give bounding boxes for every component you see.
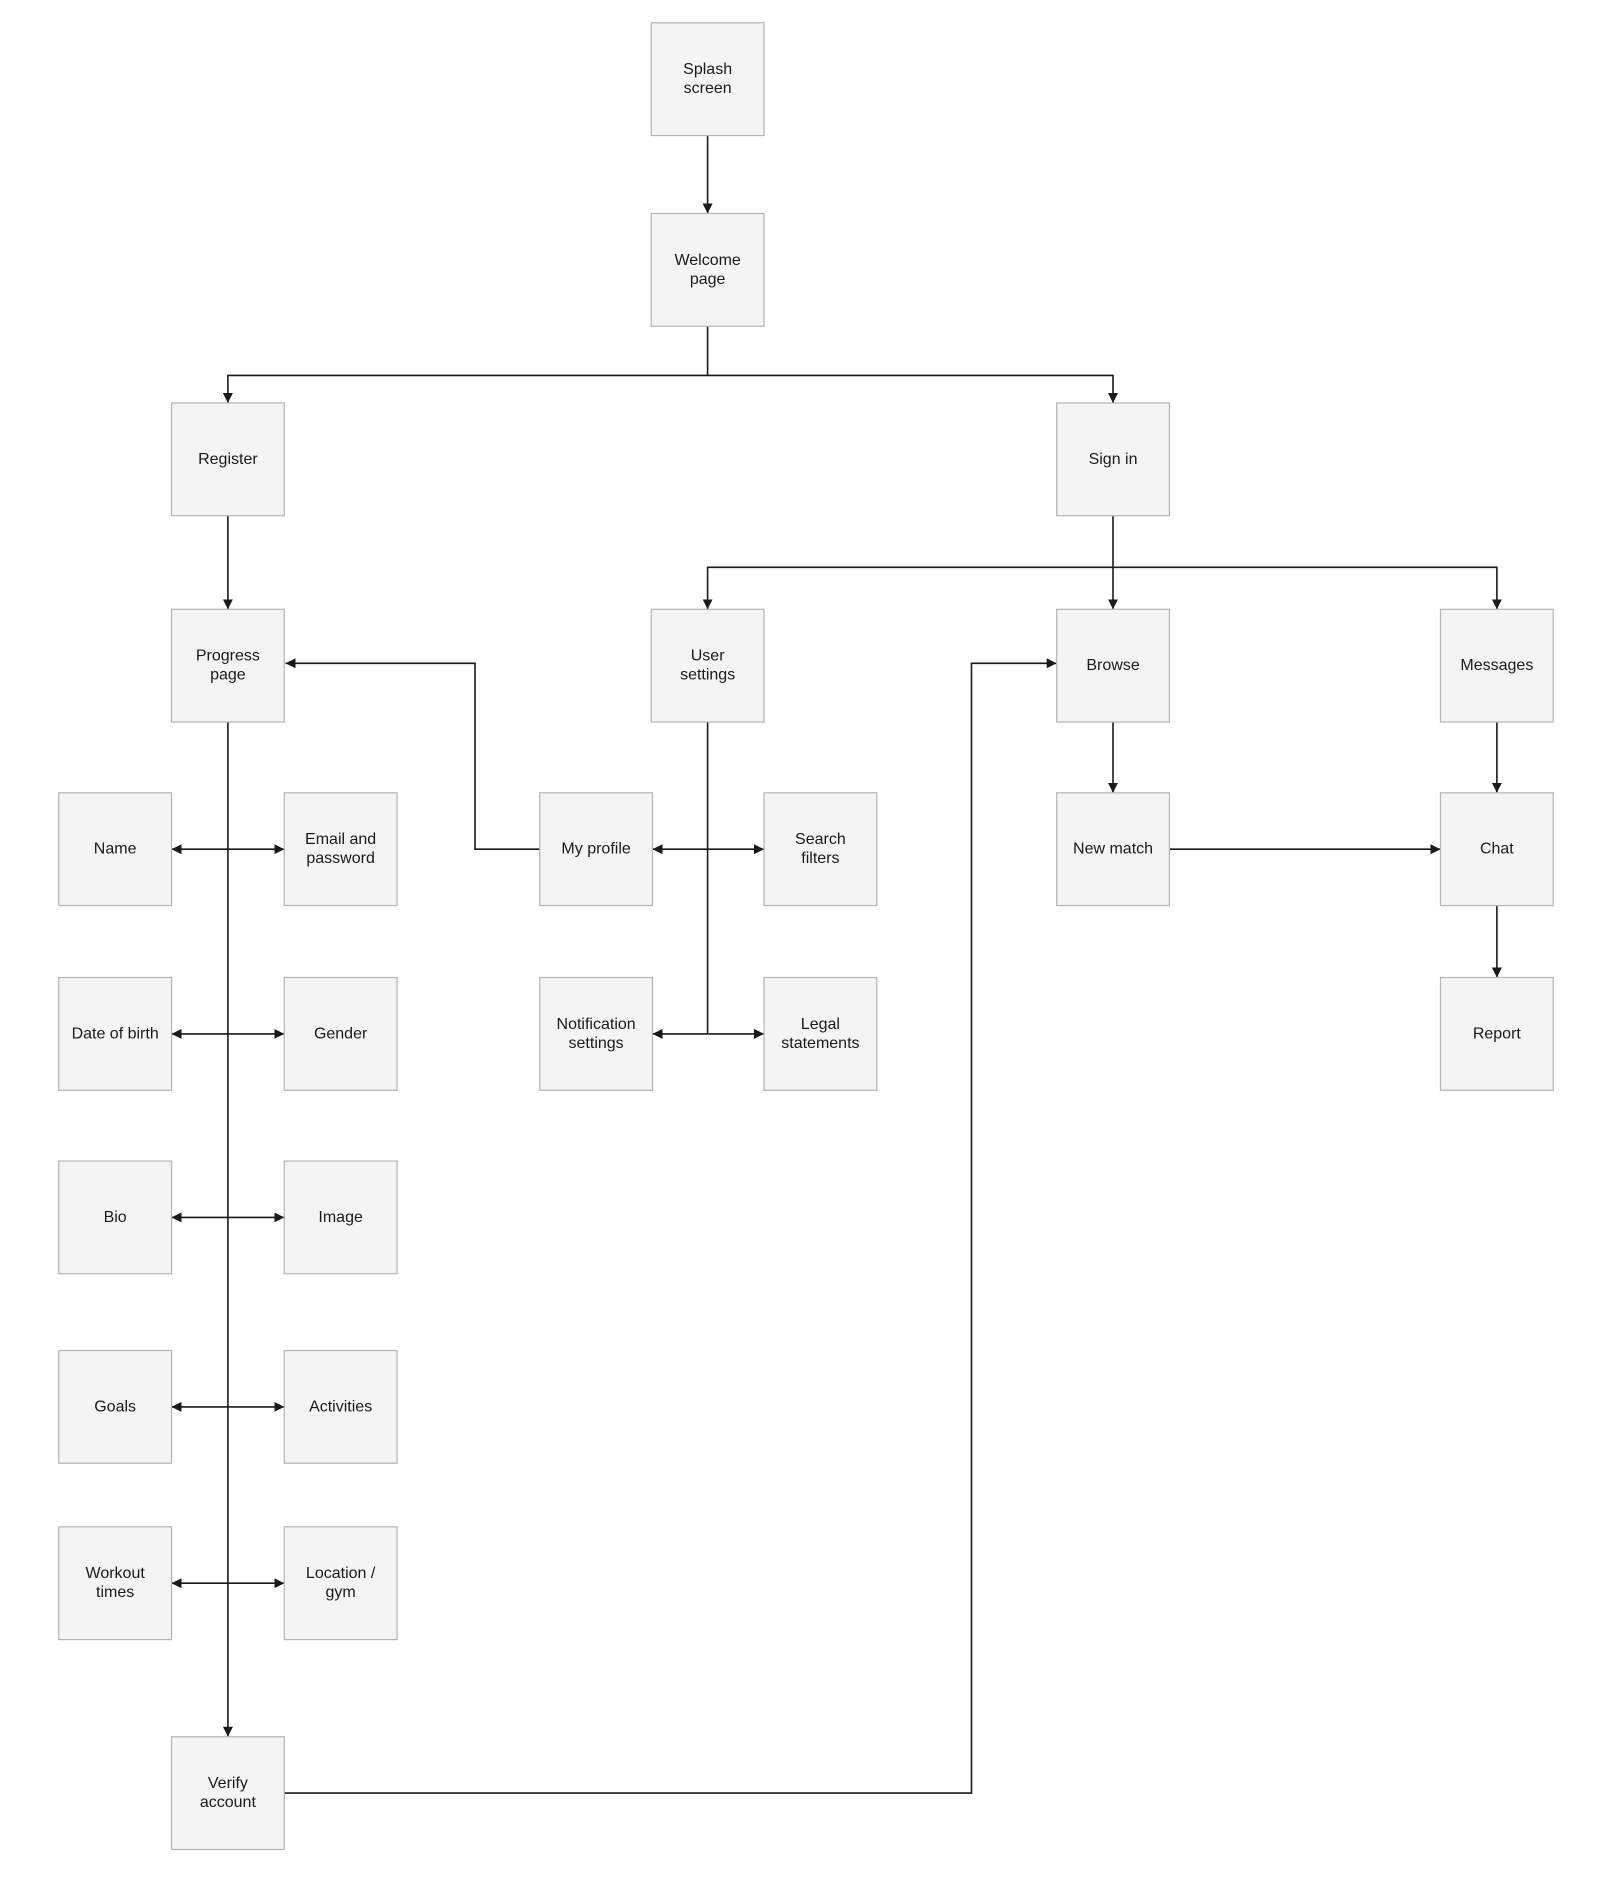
- node-box: [1439, 608, 1554, 723]
- node-label: filters: [801, 850, 839, 867]
- node-label: Gender: [314, 1025, 368, 1042]
- node-label: Location /: [306, 1565, 376, 1582]
- node-box: [170, 608, 285, 723]
- node-searchfilters: Search filters: [763, 792, 878, 907]
- node-goals: Goals: [58, 1349, 173, 1464]
- node-browse: Browse: [1056, 608, 1171, 723]
- node-label: Verify: [208, 1775, 248, 1792]
- node-label: Welcome: [674, 252, 740, 269]
- node-label: Report: [1473, 1025, 1522, 1042]
- node-splash: Splash screen: [650, 22, 765, 137]
- edge-myprofile-progress: [285, 658, 540, 851]
- node-report: Report: [1439, 976, 1554, 1091]
- node-box: [283, 976, 398, 1091]
- node-gender: Gender: [283, 976, 398, 1091]
- node-box: [763, 976, 878, 1091]
- node-chat: Chat: [1439, 792, 1554, 907]
- node-name: Name: [58, 792, 173, 907]
- edge-welcome-signin: [707, 374, 1118, 403]
- node-box: [58, 792, 173, 907]
- node-activities: Activities: [283, 1349, 398, 1464]
- node-box: [283, 1349, 398, 1464]
- node-label: New match: [1073, 841, 1153, 858]
- node-label: settings: [680, 667, 735, 684]
- node-bio: Bio: [58, 1160, 173, 1275]
- node-notification: Notification settings: [539, 976, 654, 1091]
- node-label: Email and: [305, 831, 376, 848]
- node-box: [650, 22, 765, 137]
- node-box: [1439, 792, 1554, 907]
- node-label: Image: [318, 1209, 363, 1226]
- node-location: Location / gym: [283, 1526, 398, 1641]
- node-verify: Verify account: [170, 1736, 285, 1851]
- connector-layer: [171, 135, 1502, 1794]
- node-welcome: Welcome page: [650, 212, 765, 327]
- node-box: [58, 1160, 173, 1275]
- node-label: Chat: [1480, 841, 1514, 858]
- node-label: Progress: [196, 648, 260, 665]
- node-messages: Messages: [1439, 608, 1554, 723]
- node-label: page: [210, 667, 246, 684]
- node-label: Name: [94, 841, 137, 858]
- node-label: Activities: [309, 1398, 372, 1415]
- node-label: Date of birth: [72, 1025, 159, 1042]
- node-box: [1056, 792, 1171, 907]
- node-box: [539, 792, 654, 907]
- node-label: Goals: [94, 1398, 136, 1415]
- node-label: screen: [684, 80, 732, 97]
- node-label: Legal: [801, 1016, 840, 1033]
- edge-signin-messages: [1113, 566, 1502, 610]
- node-legal: Legal statements: [763, 976, 878, 1091]
- node-box: [763, 792, 878, 907]
- node-box: [283, 792, 398, 907]
- node-register: Register: [170, 402, 285, 517]
- node-box: [1056, 402, 1171, 517]
- node-box: [650, 212, 765, 327]
- node-box: [58, 1349, 173, 1464]
- node-label: password: [306, 850, 374, 867]
- node-label: Bio: [104, 1209, 127, 1226]
- edge-verify-browse: [284, 658, 1057, 1794]
- edge-welcome-register: [222, 374, 708, 403]
- node-label: Notification: [557, 1016, 636, 1033]
- node-label: Browse: [1086, 657, 1139, 674]
- node-label: Splash: [683, 61, 732, 78]
- node-label: Search: [795, 831, 846, 848]
- node-usersettings: User settings: [650, 608, 765, 723]
- node-box: [1056, 608, 1171, 723]
- node-label: My profile: [561, 841, 630, 858]
- node-myprofile: My profile: [539, 792, 654, 907]
- node-label: User: [691, 648, 725, 665]
- node-label: settings: [569, 1035, 624, 1052]
- node-label: Workout: [86, 1565, 146, 1582]
- node-label: Sign in: [1089, 451, 1138, 468]
- node-label: Messages: [1460, 657, 1533, 674]
- node-box: [283, 1526, 398, 1641]
- node-box: [58, 1526, 173, 1641]
- node-workout: Workout times: [58, 1526, 173, 1641]
- node-newmatch: New match: [1056, 792, 1171, 907]
- node-box: [1439, 976, 1554, 1091]
- node-label: page: [690, 271, 726, 288]
- node-dob: Date of birth: [58, 976, 173, 1091]
- node-box: [539, 976, 654, 1091]
- node-label: account: [200, 1794, 257, 1811]
- node-label: statements: [781, 1035, 859, 1052]
- node-signin: Sign in: [1056, 402, 1171, 517]
- node-box: [650, 608, 765, 723]
- node-progress: Progress page: [170, 608, 285, 723]
- node-box: [283, 1160, 398, 1275]
- node-box: [170, 402, 285, 517]
- node-email: Email and password: [283, 792, 398, 907]
- node-image: Image: [283, 1160, 398, 1275]
- node-label: times: [96, 1584, 134, 1601]
- node-box: [170, 1736, 285, 1851]
- node-label: Register: [198, 451, 258, 468]
- node-box: [58, 976, 173, 1091]
- edge-signin-usersettings: [702, 566, 1113, 610]
- node-label: gym: [326, 1584, 356, 1601]
